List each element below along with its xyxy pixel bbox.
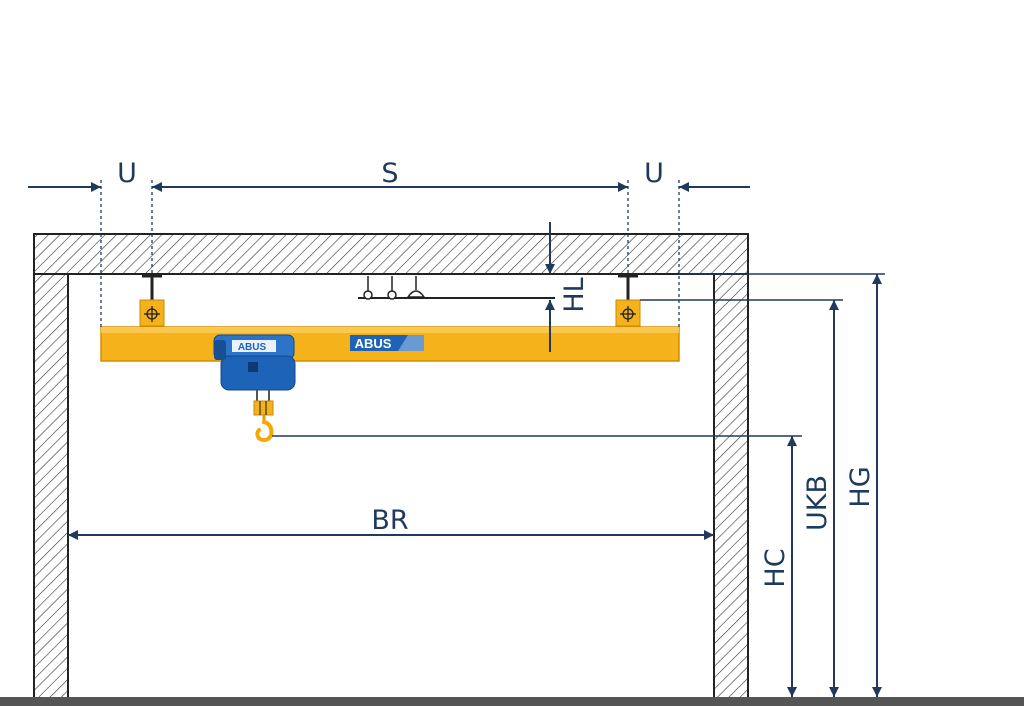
reference-lines bbox=[100, 180, 885, 437]
floor bbox=[0, 697, 1024, 706]
girder-logo: ABUS bbox=[355, 336, 392, 351]
label-u-left: U bbox=[117, 158, 137, 189]
label-hl: HL bbox=[559, 277, 590, 312]
suspension-right bbox=[615, 274, 641, 327]
hook-block bbox=[253, 400, 274, 416]
label-hc: HC bbox=[760, 548, 791, 587]
ceiling-beam bbox=[33, 233, 749, 275]
label-s: S bbox=[381, 158, 398, 189]
girder-logo-plate bbox=[350, 335, 424, 351]
label-hg: HG bbox=[845, 466, 876, 507]
right-wall bbox=[713, 273, 749, 699]
hoist-logo: ABUS bbox=[238, 342, 267, 353]
label-u-right: U bbox=[644, 158, 664, 189]
label-br: BR bbox=[371, 505, 408, 536]
label-ukb: UKB bbox=[802, 475, 833, 531]
hoist-logo-plate bbox=[232, 340, 276, 352]
cable-rail bbox=[358, 276, 555, 300]
electric-hoist: ABUS bbox=[213, 334, 296, 443]
crane-girder: ABUS bbox=[100, 326, 680, 362]
suspension-left bbox=[139, 274, 165, 327]
hook bbox=[255, 420, 274, 443]
left-wall bbox=[33, 273, 69, 699]
